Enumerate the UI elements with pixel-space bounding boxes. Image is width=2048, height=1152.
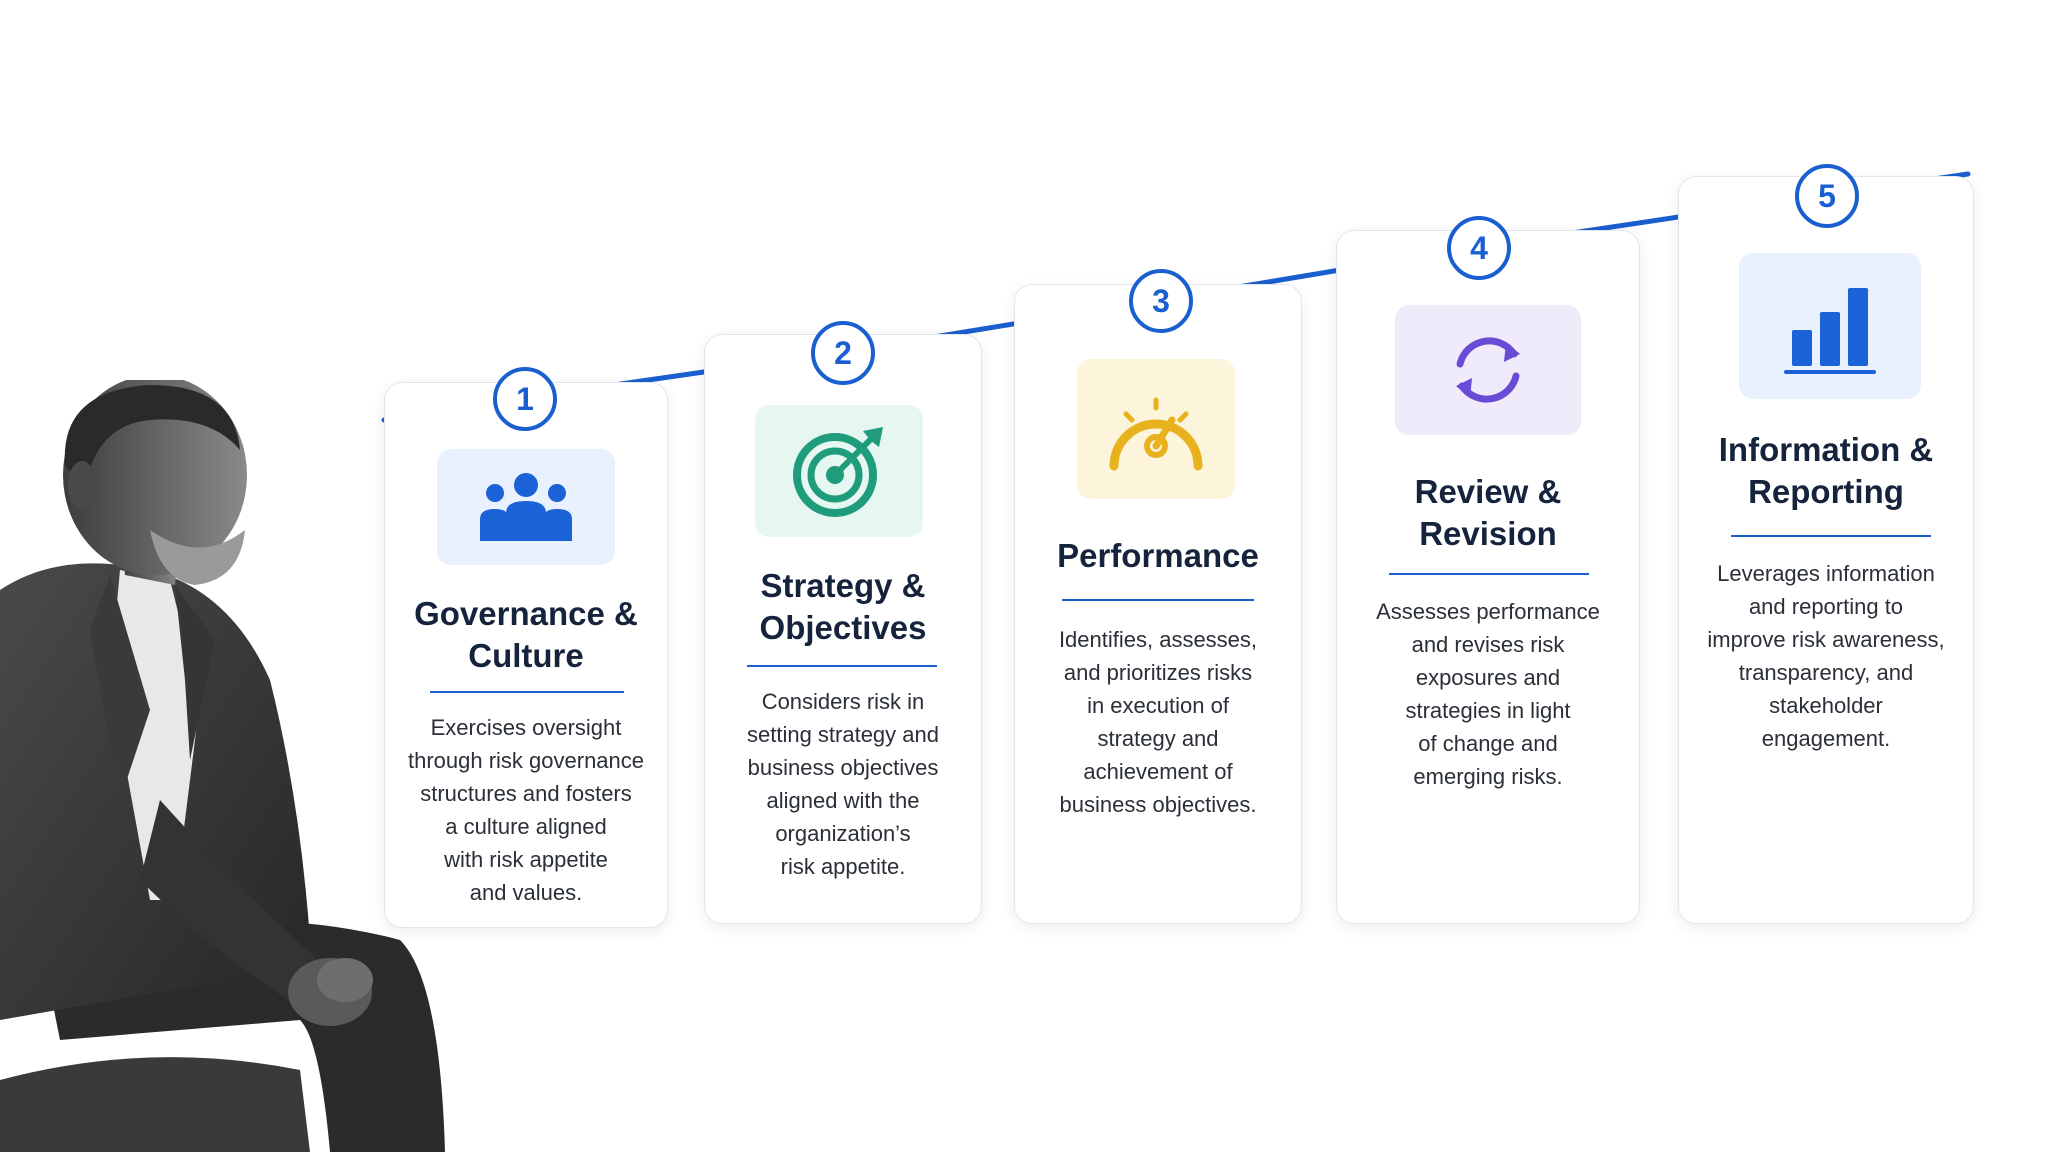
step-card-information-reporting: Information & Reporting Leverages inform… — [1678, 176, 1974, 924]
step-badge-1: 1 — [493, 367, 557, 431]
step-title: Governance & Culture — [414, 595, 638, 674]
step-badge-3: 3 — [1129, 269, 1193, 333]
people-group-icon — [480, 473, 572, 541]
step-description: Assesses performance and revises risk ex… — [1376, 599, 1600, 789]
step-card-performance: Performance Identifies, assesses, and pr… — [1014, 284, 1302, 924]
title-divider — [747, 665, 937, 667]
step-badge-2: 2 — [811, 321, 875, 385]
step-card-strategy-objectives: Strategy & Objectives Considers risk in … — [704, 334, 982, 924]
step-title: Review & Revision — [1414, 473, 1562, 552]
title-divider — [430, 691, 624, 693]
icon-tile — [1739, 253, 1921, 399]
icon-tile — [1395, 305, 1581, 435]
businessman-photo — [0, 380, 445, 1152]
icon-tile — [1077, 359, 1235, 499]
icon-tile — [437, 449, 615, 565]
step-description: Identifies, assesses, and prioritizes ri… — [1058, 627, 1258, 817]
step-description: Considers risk in setting strategy and b… — [746, 689, 939, 879]
gauge-icon — [1109, 397, 1203, 471]
step-title: Information & Reporting — [1718, 431, 1934, 510]
step-description: Exercises oversight through risk governa… — [407, 715, 645, 905]
step-badge-4: 4 — [1447, 216, 1511, 280]
title-divider — [1062, 599, 1254, 601]
step-card-review-revision: Review & Revision Assesses performance a… — [1336, 230, 1640, 924]
step-title: Performance — [1057, 537, 1259, 574]
step-title: Strategy & Objectives — [759, 567, 927, 646]
target-arrow-icon — [793, 427, 883, 517]
title-divider — [1389, 573, 1589, 575]
step-badge-5: 5 — [1795, 164, 1859, 228]
step-card-governance-culture: Governance & Culture Exercises oversight… — [384, 382, 668, 928]
title-divider — [1731, 535, 1931, 537]
refresh-cycle-icon — [1456, 337, 1520, 403]
step-description: Leverages information and reporting to i… — [1707, 561, 1945, 751]
bar-chart-icon — [1784, 288, 1876, 374]
icon-tile — [755, 405, 923, 537]
